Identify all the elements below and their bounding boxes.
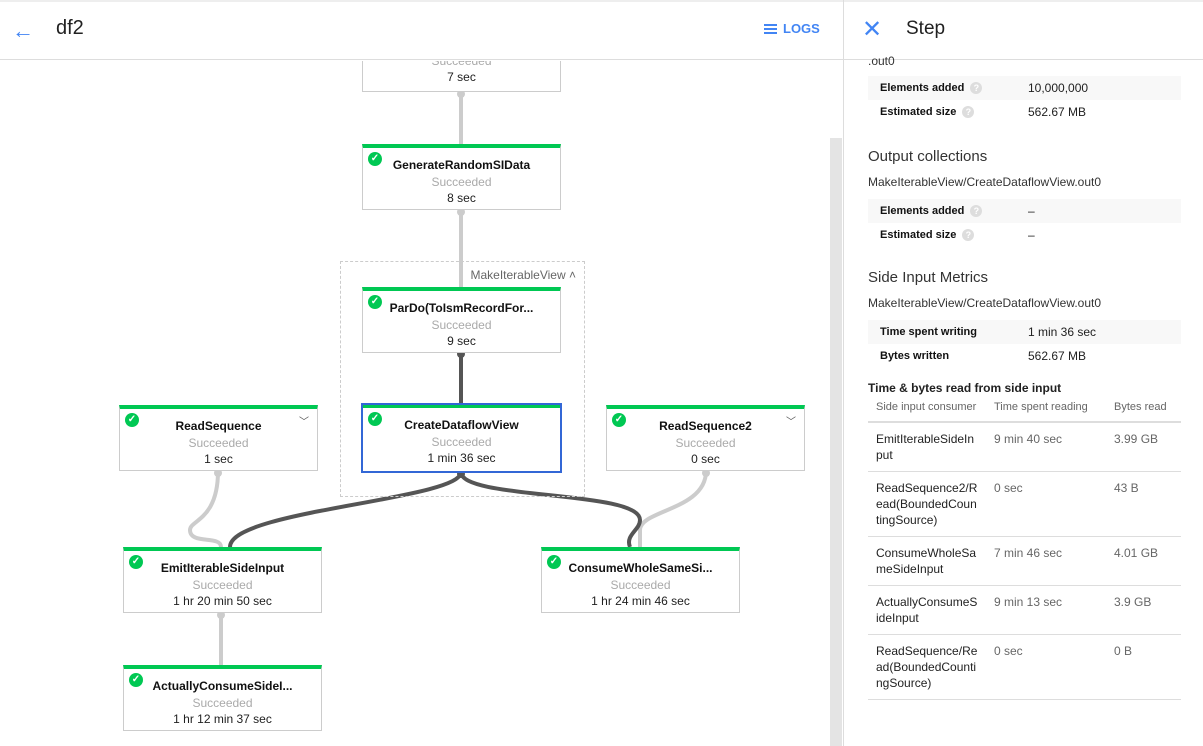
check-icon: ✓ — [368, 412, 382, 426]
back-button[interactable]: ← — [12, 18, 34, 43]
table-row: ReadSequence/Read(BoundedCountingSource)… — [868, 634, 1181, 700]
scrollbar[interactable] — [830, 138, 842, 746]
metric-row: Estimated size?562.67 MB — [880, 105, 1087, 119]
list-icon — [764, 23, 777, 34]
column-header: Side input consumer — [868, 395, 986, 423]
metric-row: Elements added?10,000,000 — [868, 76, 1181, 100]
column-header: Bytes read — [1106, 395, 1181, 423]
edge — [459, 471, 643, 548]
check-icon: ✓ — [547, 555, 561, 569]
step-panel: ✕ Step .out0 Elements added?10,000,000 E… — [843, 0, 1203, 746]
help-icon[interactable]: ? — [962, 229, 975, 242]
chevron-down-icon[interactable]: ﹀ — [786, 417, 796, 428]
top-border — [0, 0, 1203, 2]
check-icon: ✓ — [612, 413, 626, 427]
job-header: ← df2 LOGS — [0, 0, 843, 60]
input-collection-name: .out0 — [868, 54, 895, 68]
check-icon: ✓ — [125, 413, 139, 427]
output-collections-heading: Output collections — [868, 148, 988, 165]
check-icon: ✓ — [129, 555, 143, 569]
side-input-metrics-heading: Side Input Metrics — [868, 269, 989, 286]
help-icon[interactable]: ? — [970, 82, 983, 95]
metric-row: Estimated size?– — [880, 228, 1035, 242]
output-collection-name: MakeIterableView/CreateDataflowView.out0 — [868, 175, 1102, 189]
check-icon: ✓ — [368, 152, 382, 166]
read-table-heading: Time & bytes read from side input — [868, 381, 1062, 395]
logs-label: LOGS — [783, 21, 820, 36]
column-header: Time spent reading — [986, 395, 1106, 423]
job-title: df2 — [56, 17, 84, 39]
group-label[interactable]: MakeIterableView ˄ — [470, 268, 576, 282]
panel-title: Step — [906, 18, 946, 39]
help-icon[interactable]: ? — [962, 106, 975, 119]
chevron-down-icon[interactable]: ﹀ — [299, 417, 309, 428]
panel-header: ✕ Step — [844, 0, 1203, 60]
logs-button[interactable]: LOGS — [764, 21, 820, 36]
check-icon: ✓ — [368, 295, 382, 309]
edge — [638, 470, 708, 547]
group-makeiterableview: MakeIterableView ˄ — [340, 261, 585, 497]
metric-row: Elements added?– — [868, 199, 1181, 223]
table-row: ReadSequence2/Read(BoundedCountingSource… — [868, 471, 1181, 537]
check-icon: ✓ — [129, 673, 143, 687]
side-input-table: Side input consumer Time spent reading B… — [868, 395, 1181, 700]
edge — [228, 471, 463, 548]
side-input-name: MakeIterableView/CreateDataflowView.out0 — [868, 296, 1102, 310]
edge — [187, 470, 223, 548]
help-icon[interactable]: ? — [970, 205, 983, 218]
close-button[interactable]: ✕ — [862, 16, 883, 43]
